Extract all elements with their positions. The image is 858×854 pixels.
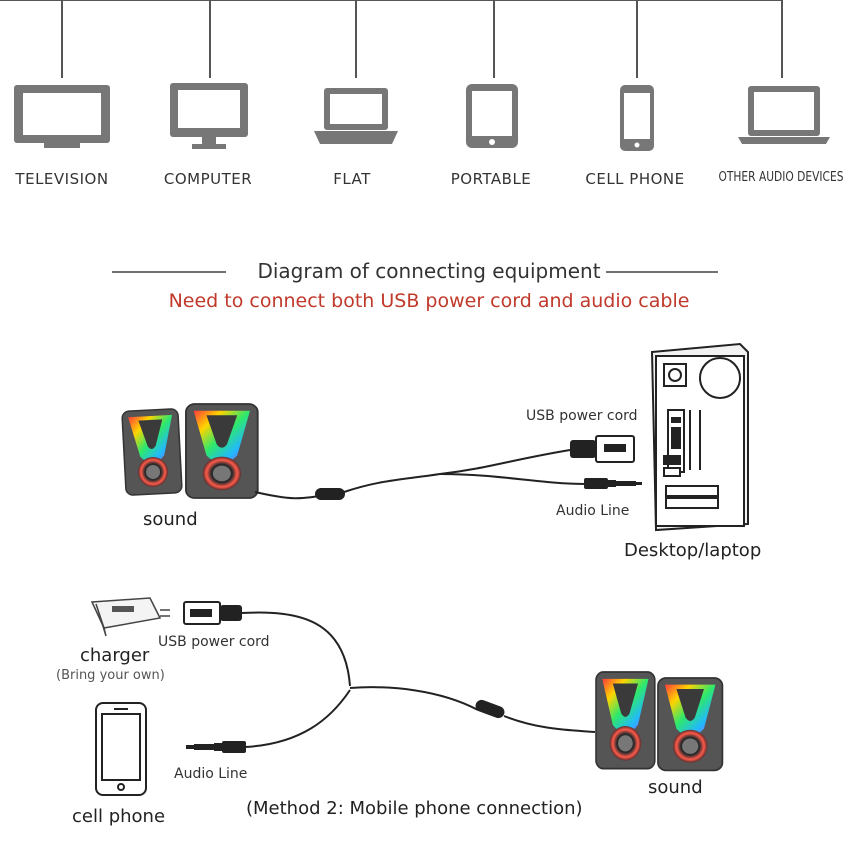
monitor-icon <box>170 83 248 149</box>
phone-outline-icon <box>95 702 147 796</box>
usb-plug-2 <box>183 601 242 625</box>
device-label-television: TELEVISION <box>15 170 109 188</box>
tablet-icon <box>466 84 518 148</box>
method-2-caption: (Method 2: Mobile phone connection) <box>246 798 583 819</box>
speaker-label-1: sound <box>143 509 198 530</box>
usb-cord-label-1: USB power cord <box>526 408 638 424</box>
audio-line-label-1: Audio Line <box>556 503 630 519</box>
device-label-portable: PORTABLE <box>450 170 532 188</box>
desktop-tower-icon <box>650 342 749 532</box>
usb-plug-1 <box>570 435 635 463</box>
device-label-cellphone: CELL PHONE <box>585 170 685 188</box>
device-label-computer: COMPUTER <box>163 170 253 188</box>
laptop-icon <box>314 88 398 144</box>
charger-icon <box>90 597 170 637</box>
usb-cord-label-2: USB power cord <box>158 634 270 650</box>
device-label-flat: FLAT <box>333 170 371 188</box>
cable-method-1 <box>254 449 587 500</box>
speaker-pair-2 <box>595 671 724 772</box>
audio-jack-1 <box>584 478 642 489</box>
diagram-title: Diagram of connecting equipment <box>257 259 601 283</box>
tv-icon <box>14 85 110 148</box>
cell-phone-label: cell phone <box>72 806 166 827</box>
device-connector-lines <box>0 0 783 78</box>
speaker-label-2: sound <box>648 777 703 798</box>
diagram-subtitle: Need to connect both USB power cord and … <box>168 290 690 312</box>
desktop-laptop-label: Desktop/laptop <box>624 540 762 561</box>
charger-label: charger <box>80 645 150 666</box>
audio-jack-2 <box>186 741 246 753</box>
audio-line-label-2: Audio Line <box>174 766 248 782</box>
speaker-pair-1 <box>121 403 259 500</box>
laptop-outline-icon <box>738 86 830 144</box>
device-label-other: OTHER AUDIO DEVICES <box>718 170 844 185</box>
charger-note: (Bring your own) <box>56 668 165 683</box>
phone-icon <box>620 85 654 151</box>
cable-method-2 <box>241 611 596 748</box>
